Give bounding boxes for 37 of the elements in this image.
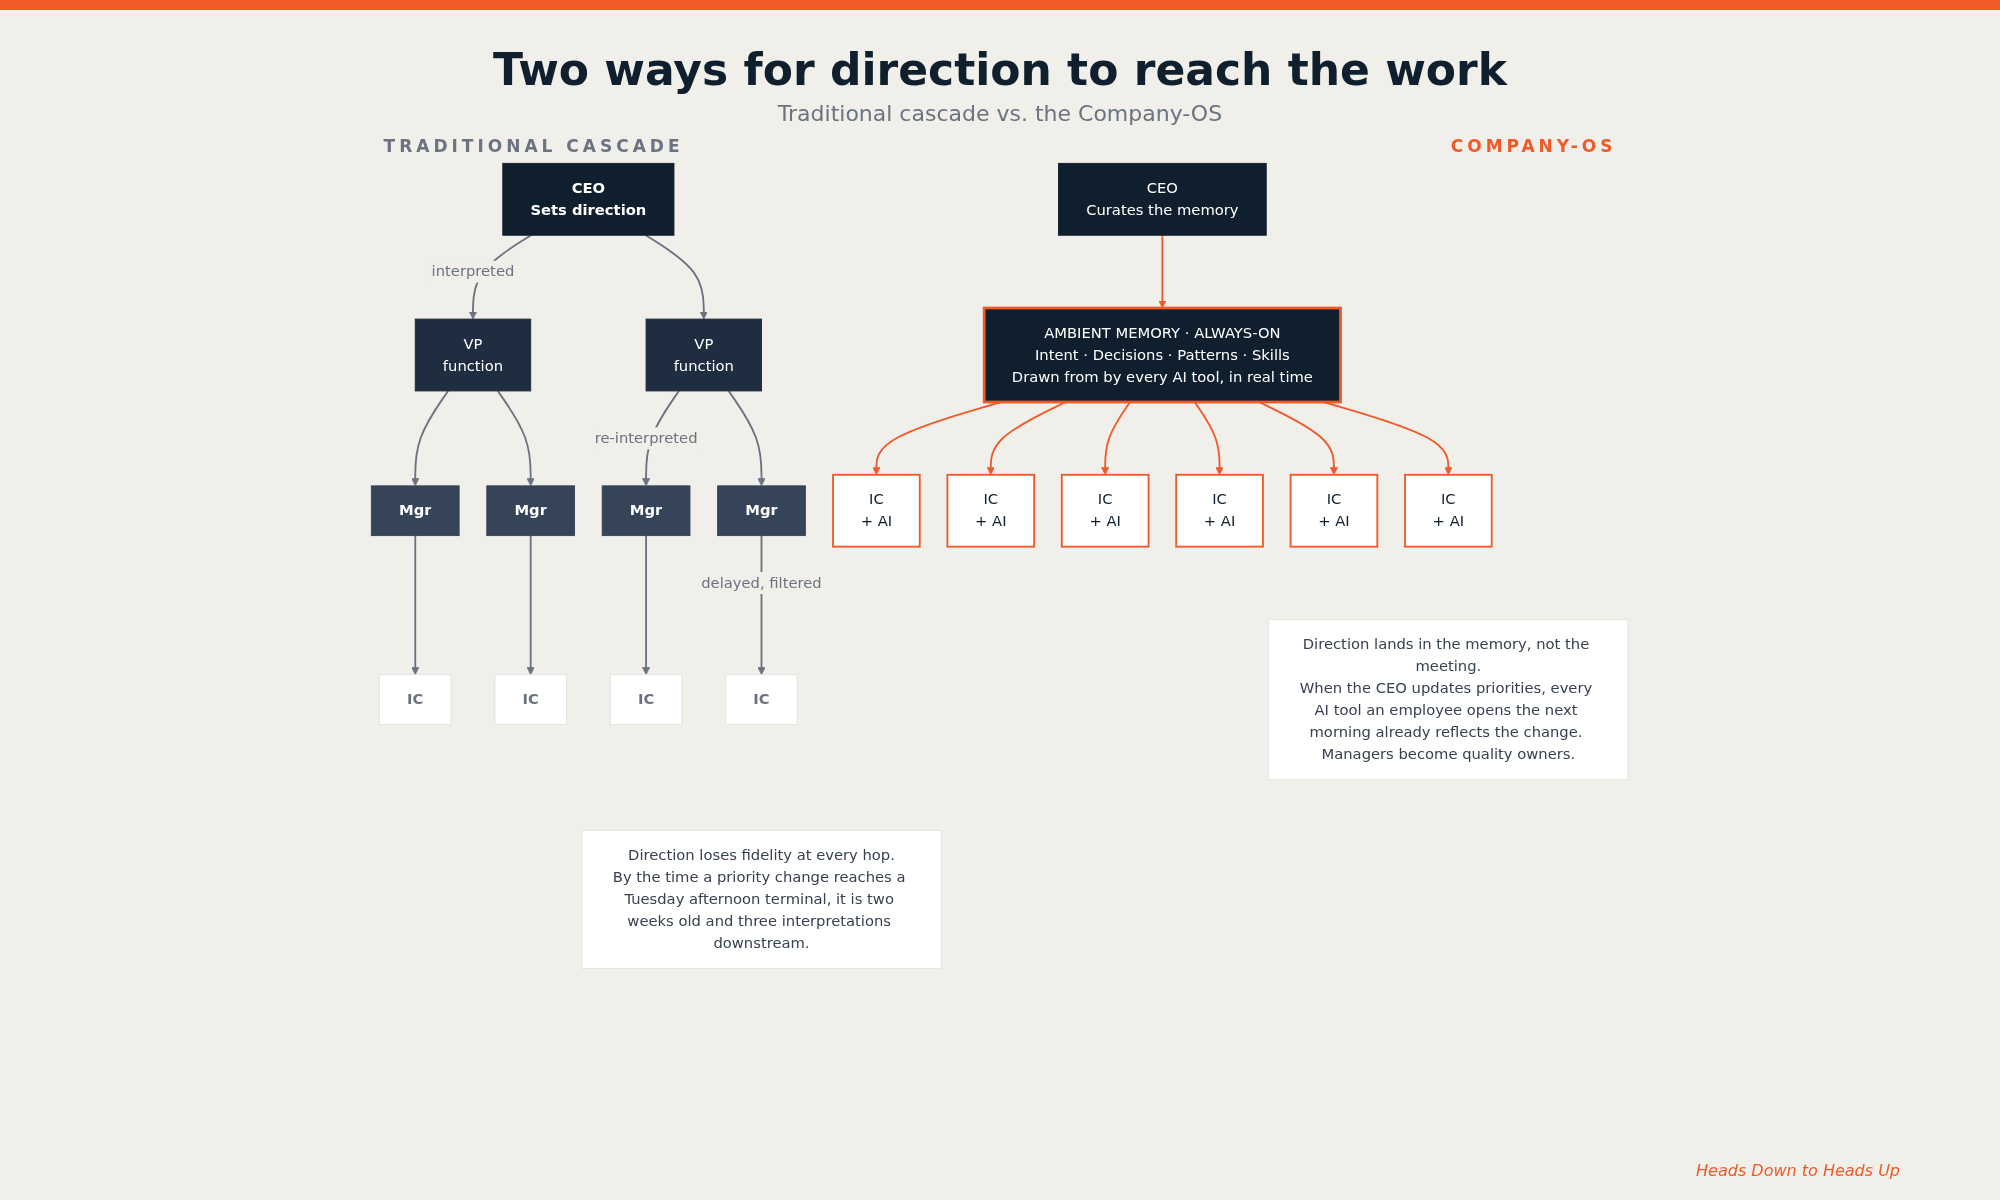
arrow [411,534,420,676]
node-box: IC [610,674,683,725]
node-box: IC + AI [1404,473,1493,548]
edge-label: delayed, filtered [701,573,823,592]
node-box: IC + AI [832,473,921,548]
footer-text: Heads Down to Heads Up [1696,1161,1900,1180]
title: Two ways for direction to reach the work [492,44,1509,95]
node-box: Mgr [371,485,460,537]
arrow [497,390,536,487]
node-box: CEO Curates the memory [1058,162,1267,236]
node-box: Mgr [602,485,691,537]
node-box: CEO Sets direction [502,162,675,236]
node-box: VP function [415,318,532,392]
node-box: Mgr [717,485,807,537]
node-box: Direction lands in the memory, not the meeting. When the CEO updates priorities, every AI tool an employee opens the next morning already reflects the change. Managers become quality owners. [1268,619,1629,781]
arrow [526,534,536,676]
edge-label: interpreted [431,262,515,280]
arrow [1158,234,1167,309]
arrow [411,390,450,487]
node-box: Mgr [486,485,576,537]
column-heading: TRADITIONAL CASCADE [383,136,684,156]
node-box: IC [494,674,568,725]
arrow [728,390,766,487]
arrow [642,534,651,676]
node-box: IC [725,674,799,725]
edge-label: re-interpreted [594,429,698,447]
node-box: IC + AI [946,473,1036,548]
arrow [645,234,709,320]
node-box: VP function [645,318,763,392]
node-box: Direction loses fidelity at every hop. By the time a priority change reaches a Tuesday afternoon terminal, it is two weeks old and three interpretations downstream. [581,829,942,970]
node-box: IC [379,674,452,725]
node-box: AMBIENT MEMORY · ALWAYS-ON Intent · Decisions · Patterns · Skills Drawn from by every AI tool, in real time [983,306,1343,404]
node-box: IC + AI [1175,473,1265,548]
column-heading: COMPANY-OS [1450,136,1617,156]
subtitle: Traditional cascade vs. the Company-OS [776,101,1224,126]
node-box: IC + AI [1289,473,1379,548]
node-box: IC + AI [1061,473,1150,548]
